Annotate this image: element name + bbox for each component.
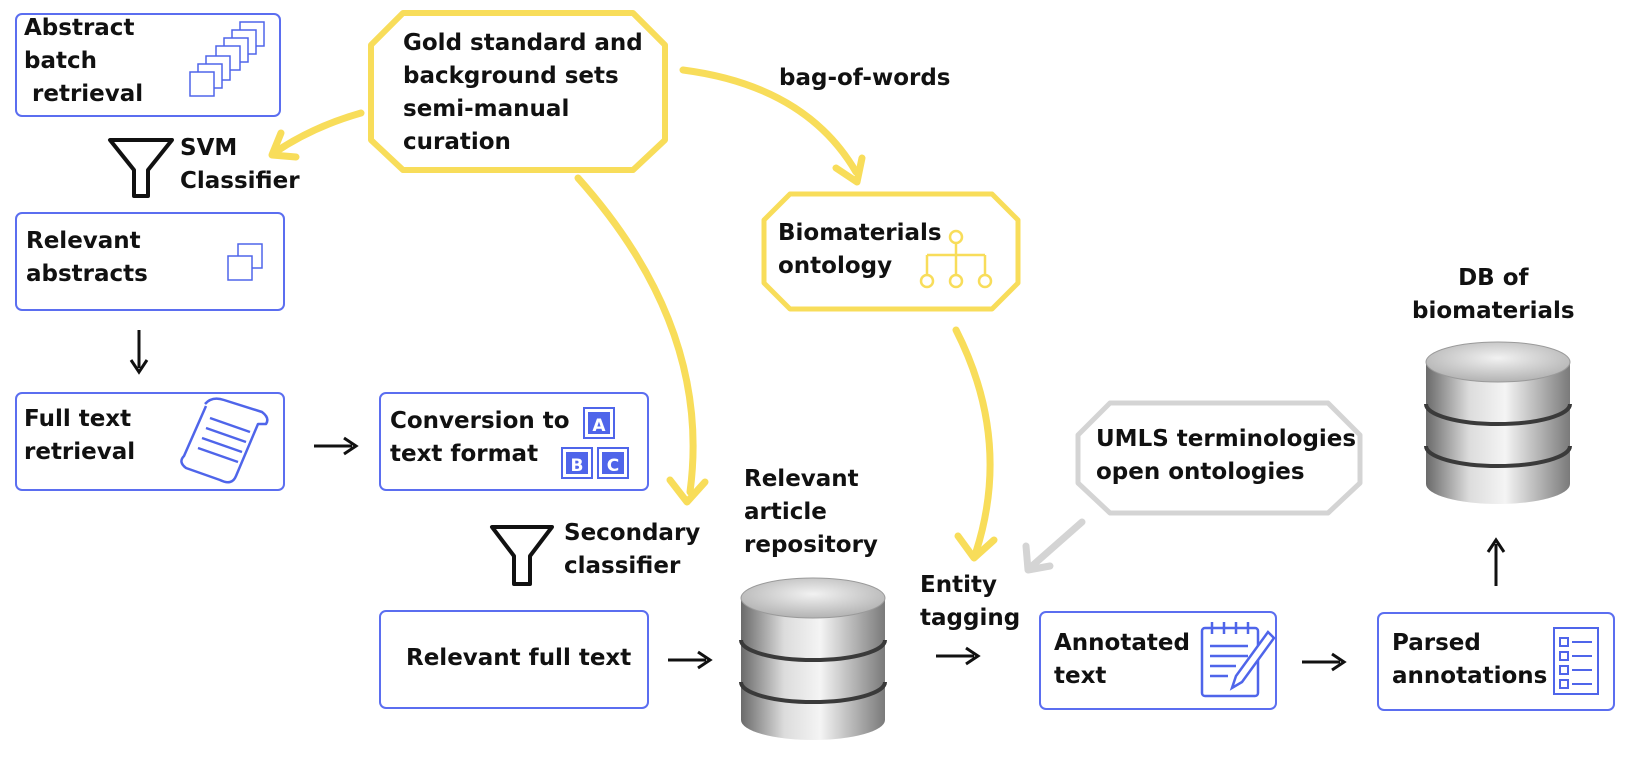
conversion-label: Conversion to text format	[390, 408, 570, 467]
relevant-abstracts-box[interactable]	[15, 212, 285, 311]
svm-classifier-label: SVM Classifier	[180, 135, 300, 194]
annotated-text-label: Annotated text	[1054, 630, 1190, 689]
block-letter-a: A	[592, 416, 606, 436]
arrowhead-parsed-to-db	[1486, 537, 1506, 553]
entity-tagging-label: Entity tagging	[920, 572, 1021, 631]
abc-blocks-icon: A B C	[561, 407, 629, 479]
arrowhead-annotated-to-parsed	[1331, 652, 1347, 672]
arrow-gold-to-bag	[679, 66, 860, 176]
relevant-full-text-box[interactable]	[379, 610, 649, 709]
arrowhead-gold-to-bag	[832, 154, 866, 186]
hierarchy-tree-icon	[919, 229, 993, 289]
relevant-abstracts-label: Relevant abstracts	[26, 228, 148, 287]
arrowhead-repository-to-entity	[965, 646, 981, 666]
arrow-umls-to-entity	[1022, 518, 1086, 574]
arrow-gold-to-repository	[574, 174, 697, 496]
scroll-icon	[180, 397, 269, 484]
full-text-retrieval-box[interactable]	[15, 392, 285, 491]
abstract-batch-label: Abstract batch retrieval	[24, 15, 144, 107]
two-pages-icon	[227, 243, 263, 281]
arrowhead-fulltext-to-repository	[697, 650, 713, 670]
stacked-pages-icon	[189, 21, 265, 97]
article-repository-database-icon	[739, 577, 887, 740]
secondary-filter-icon	[490, 525, 554, 586]
db-biomaterials-label: DB of biomaterials	[1412, 265, 1575, 324]
parsed-annotations-label: Parsed annotations	[1392, 630, 1548, 689]
list-document-icon	[1553, 627, 1599, 695]
biomaterials-ontology-label: Biomaterials ontology	[778, 220, 942, 279]
gold-standard-label: Gold standard and background sets semi-m…	[403, 30, 643, 155]
secondary-classifier-label: Secondary classifier	[564, 520, 701, 579]
svm-filter-icon	[108, 138, 174, 198]
arrowhead-gold-to-repository	[666, 476, 709, 506]
gold-standard-octagon[interactable]	[368, 10, 668, 173]
umls-octagon[interactable]	[1075, 400, 1363, 516]
umls-label: UMLS terminologies open ontologies	[1096, 426, 1357, 485]
arrow-ontology-to-entity	[952, 326, 994, 556]
block-letter-b: B	[571, 456, 584, 476]
relevant-full-text-label: Relevant full text	[406, 645, 632, 671]
repository-label: Relevant article repository	[744, 466, 878, 558]
arrowhead-gold-to-svm	[268, 129, 300, 161]
arrowhead-ontology-to-entity	[954, 532, 998, 562]
block-letter-c: C	[607, 456, 619, 476]
annotated-text-box[interactable]	[1039, 611, 1277, 710]
arrow-gold-to-svm	[270, 109, 365, 157]
notepad-pencil-icon	[1200, 622, 1276, 698]
yellow-flow-arrows	[268, 66, 998, 562]
arrowhead-fulltext-to-conversion	[343, 436, 359, 456]
arrowhead-abstracts-to-fulltext	[129, 359, 149, 375]
biomaterials-database-icon	[1424, 341, 1572, 504]
bag-of-words-label: bag-of-words	[779, 65, 951, 91]
full-text-retrieval-label: Full text retrieval	[24, 406, 136, 465]
